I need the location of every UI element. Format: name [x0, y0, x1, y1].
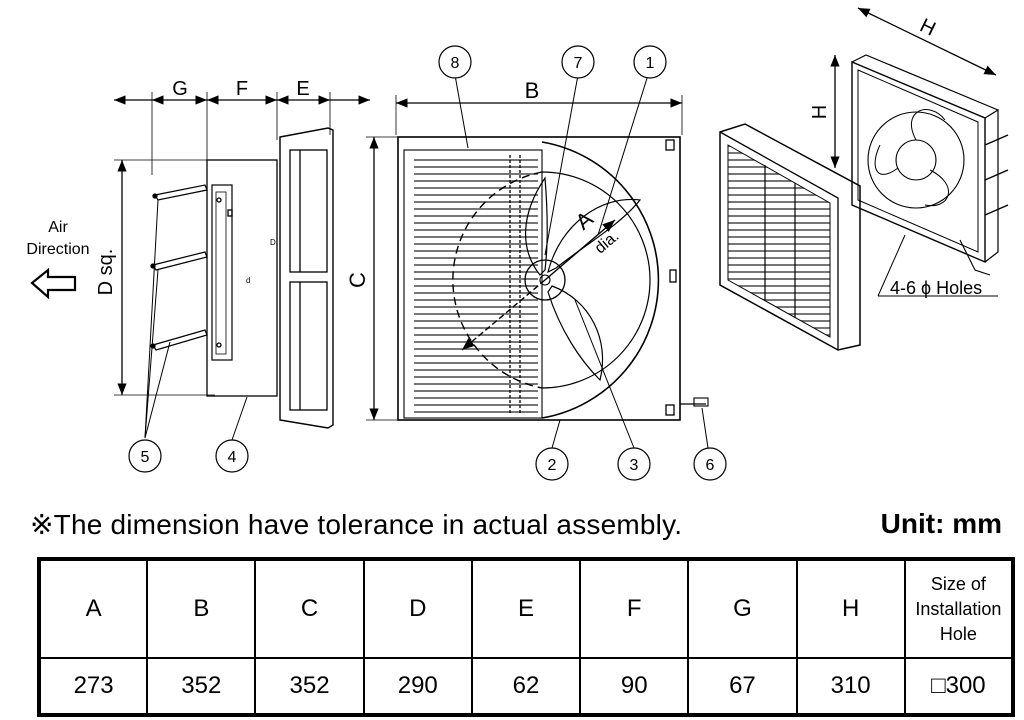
value-cell-a: 273 — [37, 657, 149, 716]
header-cell-d: D — [362, 558, 473, 659]
callout-3-label: 3 — [630, 457, 639, 474]
callout-1-label: 1 — [646, 55, 655, 72]
callout-2-label: 2 — [548, 457, 557, 474]
callout-7-label: 7 — [574, 55, 583, 72]
header-cell-a: A — [37, 558, 149, 659]
callout-3: 3 — [617, 447, 651, 481]
dim-label-g: G — [172, 78, 188, 100]
holes-label: 4-6 ϕ Holes — [890, 278, 982, 298]
dim-label-c: C — [345, 272, 370, 288]
hole-header-line-1: Size of — [930, 573, 986, 594]
header-cell-b: B — [146, 558, 257, 659]
value-cell-h: 310 — [795, 657, 906, 716]
value-cell-c: 352 — [254, 657, 365, 716]
value-cell-e: 62 — [470, 657, 582, 716]
header-cell-g: G — [687, 558, 798, 659]
callout-5-label: 5 — [141, 449, 150, 466]
value-cell-f: 90 — [579, 657, 690, 716]
dimension-table: A B C D E F G H Size of Installation Hol… — [37, 557, 1015, 717]
callout-8: 8 — [438, 45, 472, 79]
callout-6: 6 — [693, 447, 727, 481]
dim-label-dia: dia. — [592, 228, 623, 258]
front-view — [366, 74, 709, 449]
table-header-row: A B C D E F G H Size of Installation Hol… — [37, 558, 1015, 659]
hole-header-line-3: Hole — [939, 623, 977, 644]
callout-5: 5 — [128, 439, 162, 473]
dim-label-f: F — [236, 78, 248, 100]
value-cell-hole-size: □300 — [903, 657, 1015, 716]
value-cell-g: 67 — [687, 657, 798, 716]
isometric-view — [719, 7, 1009, 351]
tolerance-note: ※The dimension have tolerance in actual … — [30, 509, 683, 540]
air-direction-line2: Direction — [26, 241, 89, 258]
dim-label-h-top: H — [916, 15, 939, 41]
dim-label-e: E — [296, 78, 309, 100]
callout-6-label: 6 — [706, 457, 715, 474]
header-cell-e: E — [470, 558, 582, 659]
dim-label-h-side: H — [809, 105, 831, 119]
callout-7: 7 — [561, 45, 595, 79]
callouts: 8 7 1 5 4 2 3 6 — [128, 45, 727, 481]
side-view: d D — [30, 92, 370, 441]
dim-label-d: D sq. — [95, 249, 117, 296]
air-direction-line1: Air — [48, 219, 68, 236]
callout-2: 2 — [535, 447, 569, 481]
svg-text:D: D — [270, 238, 276, 247]
callout-4-label: 4 — [228, 449, 237, 466]
callout-8-label: 8 — [451, 55, 460, 72]
header-cell-hole-size: Size of Installation Hole — [903, 558, 1015, 659]
hole-header-line-2: Installation — [915, 598, 1002, 619]
header-cell-h: H — [795, 558, 906, 659]
value-cell-b: 352 — [146, 657, 257, 716]
callout-1: 1 — [633, 45, 667, 79]
header-cell-c: C — [254, 558, 365, 659]
dim-label-b: B — [525, 78, 540, 103]
header-cell-f: F — [579, 558, 690, 659]
value-cell-d: 290 — [362, 657, 473, 716]
callout-4: 4 — [215, 439, 249, 473]
unit-label: Unit: mm — [880, 508, 1002, 539]
technical-drawing: d D — [26, 7, 1009, 481]
table-value-row: 273 352 352 290 62 90 67 310 □300 — [37, 657, 1015, 716]
svg-text:d: d — [246, 276, 250, 285]
